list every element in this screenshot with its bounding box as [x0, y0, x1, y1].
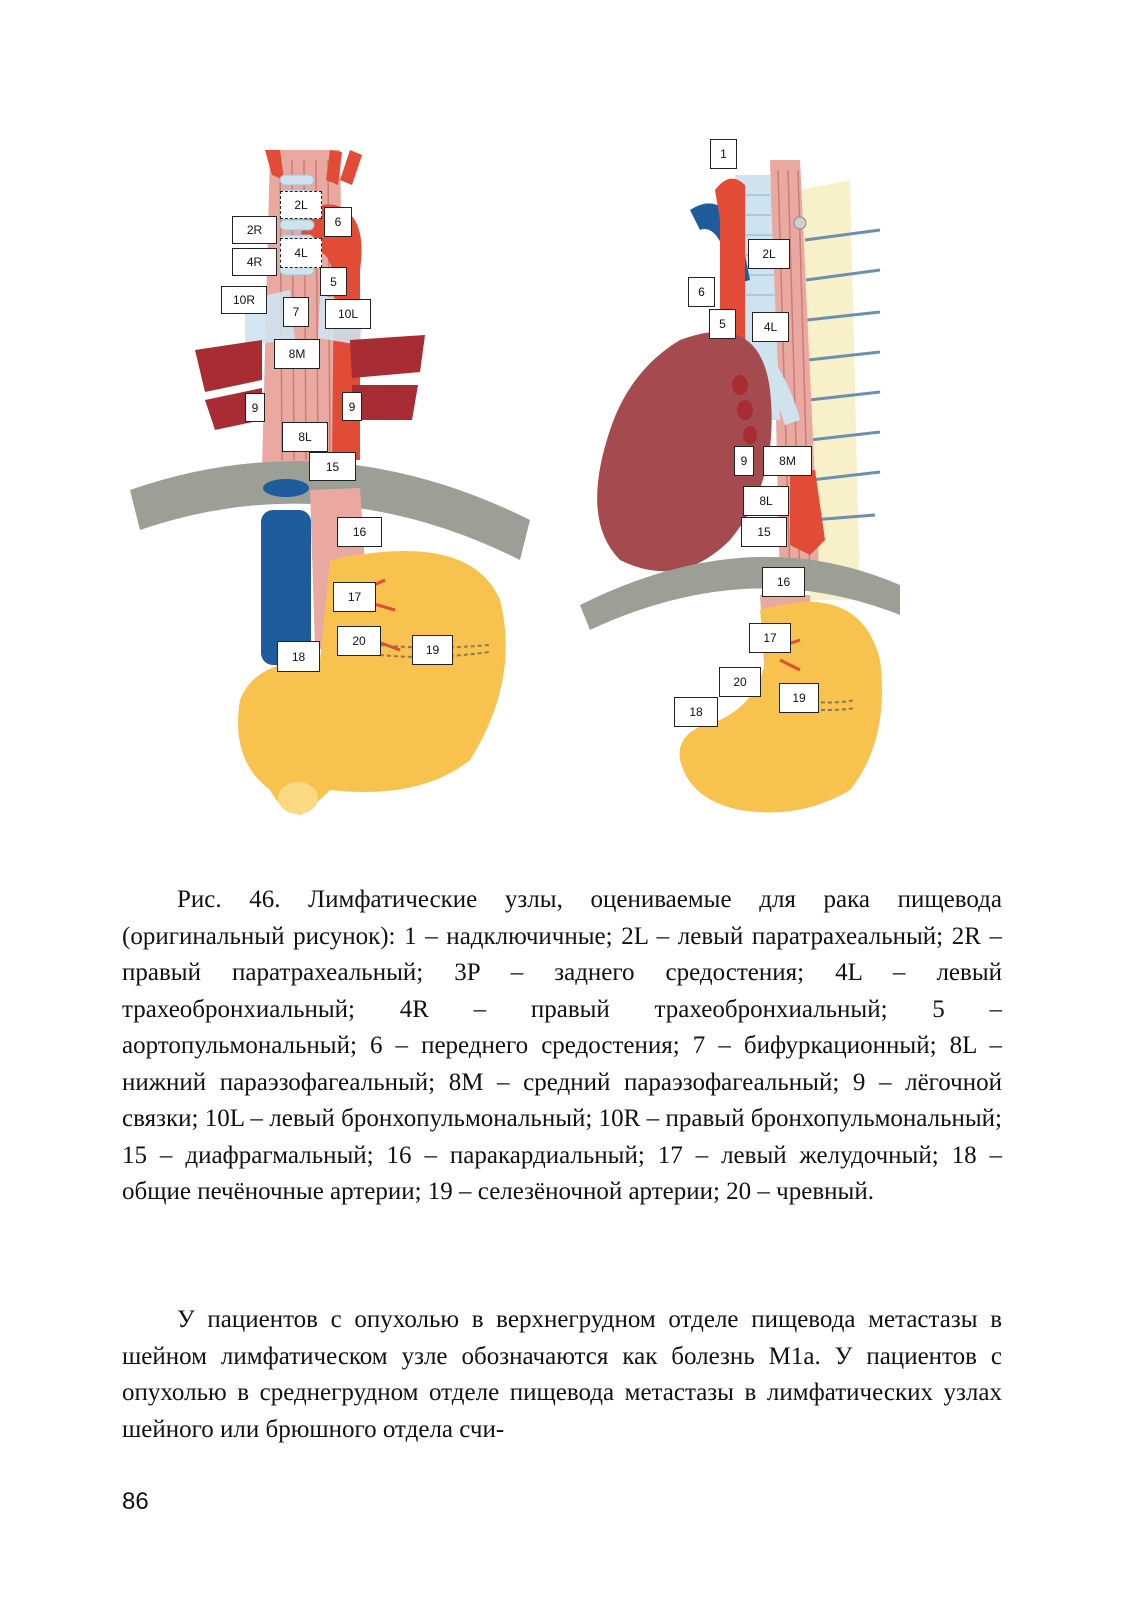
body-paragraph: У пациентов с опухолью в верхнегрудном о…: [122, 1306, 1002, 1443]
node-label: 1: [710, 139, 737, 169]
left-anterior-view: [130, 150, 530, 815]
right-lateral-view: [580, 160, 900, 813]
anatomy-figure: 2L 6 2R 4R 4L 5 10R 7 10L 8M 9 9 8L 15 1…: [130, 139, 900, 815]
node-label: 15: [309, 452, 356, 481]
node-label: 8M: [763, 446, 812, 476]
lymph-node-illustration: [130, 150, 900, 815]
node-label: 2L: [280, 191, 322, 219]
node-label: 20: [719, 667, 761, 697]
node-label: 16: [762, 567, 805, 597]
node-label: 4R: [232, 248, 277, 276]
node-label: 8L: [743, 486, 789, 516]
node-label: 9: [342, 392, 362, 421]
node-label: 4L: [280, 238, 322, 268]
node-label: 5: [320, 267, 347, 296]
node-label: 8L: [282, 422, 328, 452]
node-label: 19: [412, 635, 453, 665]
node-label: 9: [245, 393, 265, 422]
node-label: 6: [324, 207, 352, 237]
node-label: 17: [333, 582, 376, 612]
node-label: 20: [337, 626, 381, 656]
node-label: 15: [741, 517, 787, 547]
figure-caption: Рис. 46. Лимфатические узлы, оцениваемые…: [122, 886, 1002, 1205]
node-label: 5: [709, 309, 736, 339]
page-number: 86: [122, 1488, 149, 1515]
node-label: 19: [779, 683, 819, 713]
node-label: 2R: [232, 216, 277, 244]
node-label: 8M: [274, 339, 320, 369]
node-label: 10R: [221, 286, 267, 314]
node-label: 17: [749, 623, 791, 653]
node-label: 18: [277, 641, 320, 672]
node-label: 16: [337, 517, 382, 547]
node-label: 7: [283, 297, 309, 327]
node-label: 4L: [752, 312, 789, 342]
node-label: 18: [674, 697, 718, 727]
node-label: 2L: [748, 239, 790, 269]
node-label: 6: [688, 277, 715, 307]
node-label: 10L: [325, 299, 371, 329]
node-label: 9: [734, 446, 754, 476]
